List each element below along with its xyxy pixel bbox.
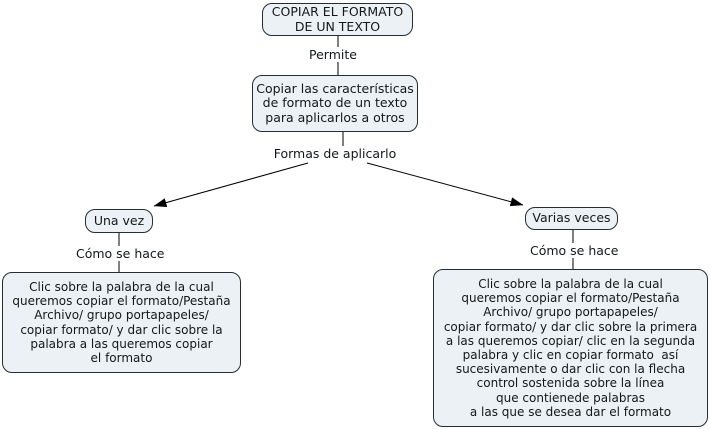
node-varias-veces[interactable]: Varias veces <box>525 207 618 230</box>
linking-phrase-como-se-hace-left: Cómo se hace <box>76 246 165 261</box>
linking-phrase-permite: Permite <box>306 47 360 62</box>
arrow-formas-to-una-vez <box>153 162 309 207</box>
node-copiar-el-formato[interactable]: COPIAR EL FORMATO DE UN TEXTO <box>262 3 413 36</box>
node-una-vez[interactable]: Una vez <box>85 209 153 233</box>
linking-phrase-formas-de-aplicarlo: Formas de aplicarlo <box>272 146 398 161</box>
node-detalle-varias-veces[interactable]: Clic sobre la palabra de la cual queremo… <box>433 269 708 427</box>
node-definicion-formato[interactable]: Copiar las características de formato de… <box>252 75 418 132</box>
linking-phrase-como-se-hace-right: Cómo se hace <box>530 243 619 258</box>
node-detalle-una-vez[interactable]: Clic sobre la palabra de la cual queremo… <box>2 272 241 373</box>
arrow-formas-to-varias-veces <box>366 162 524 207</box>
